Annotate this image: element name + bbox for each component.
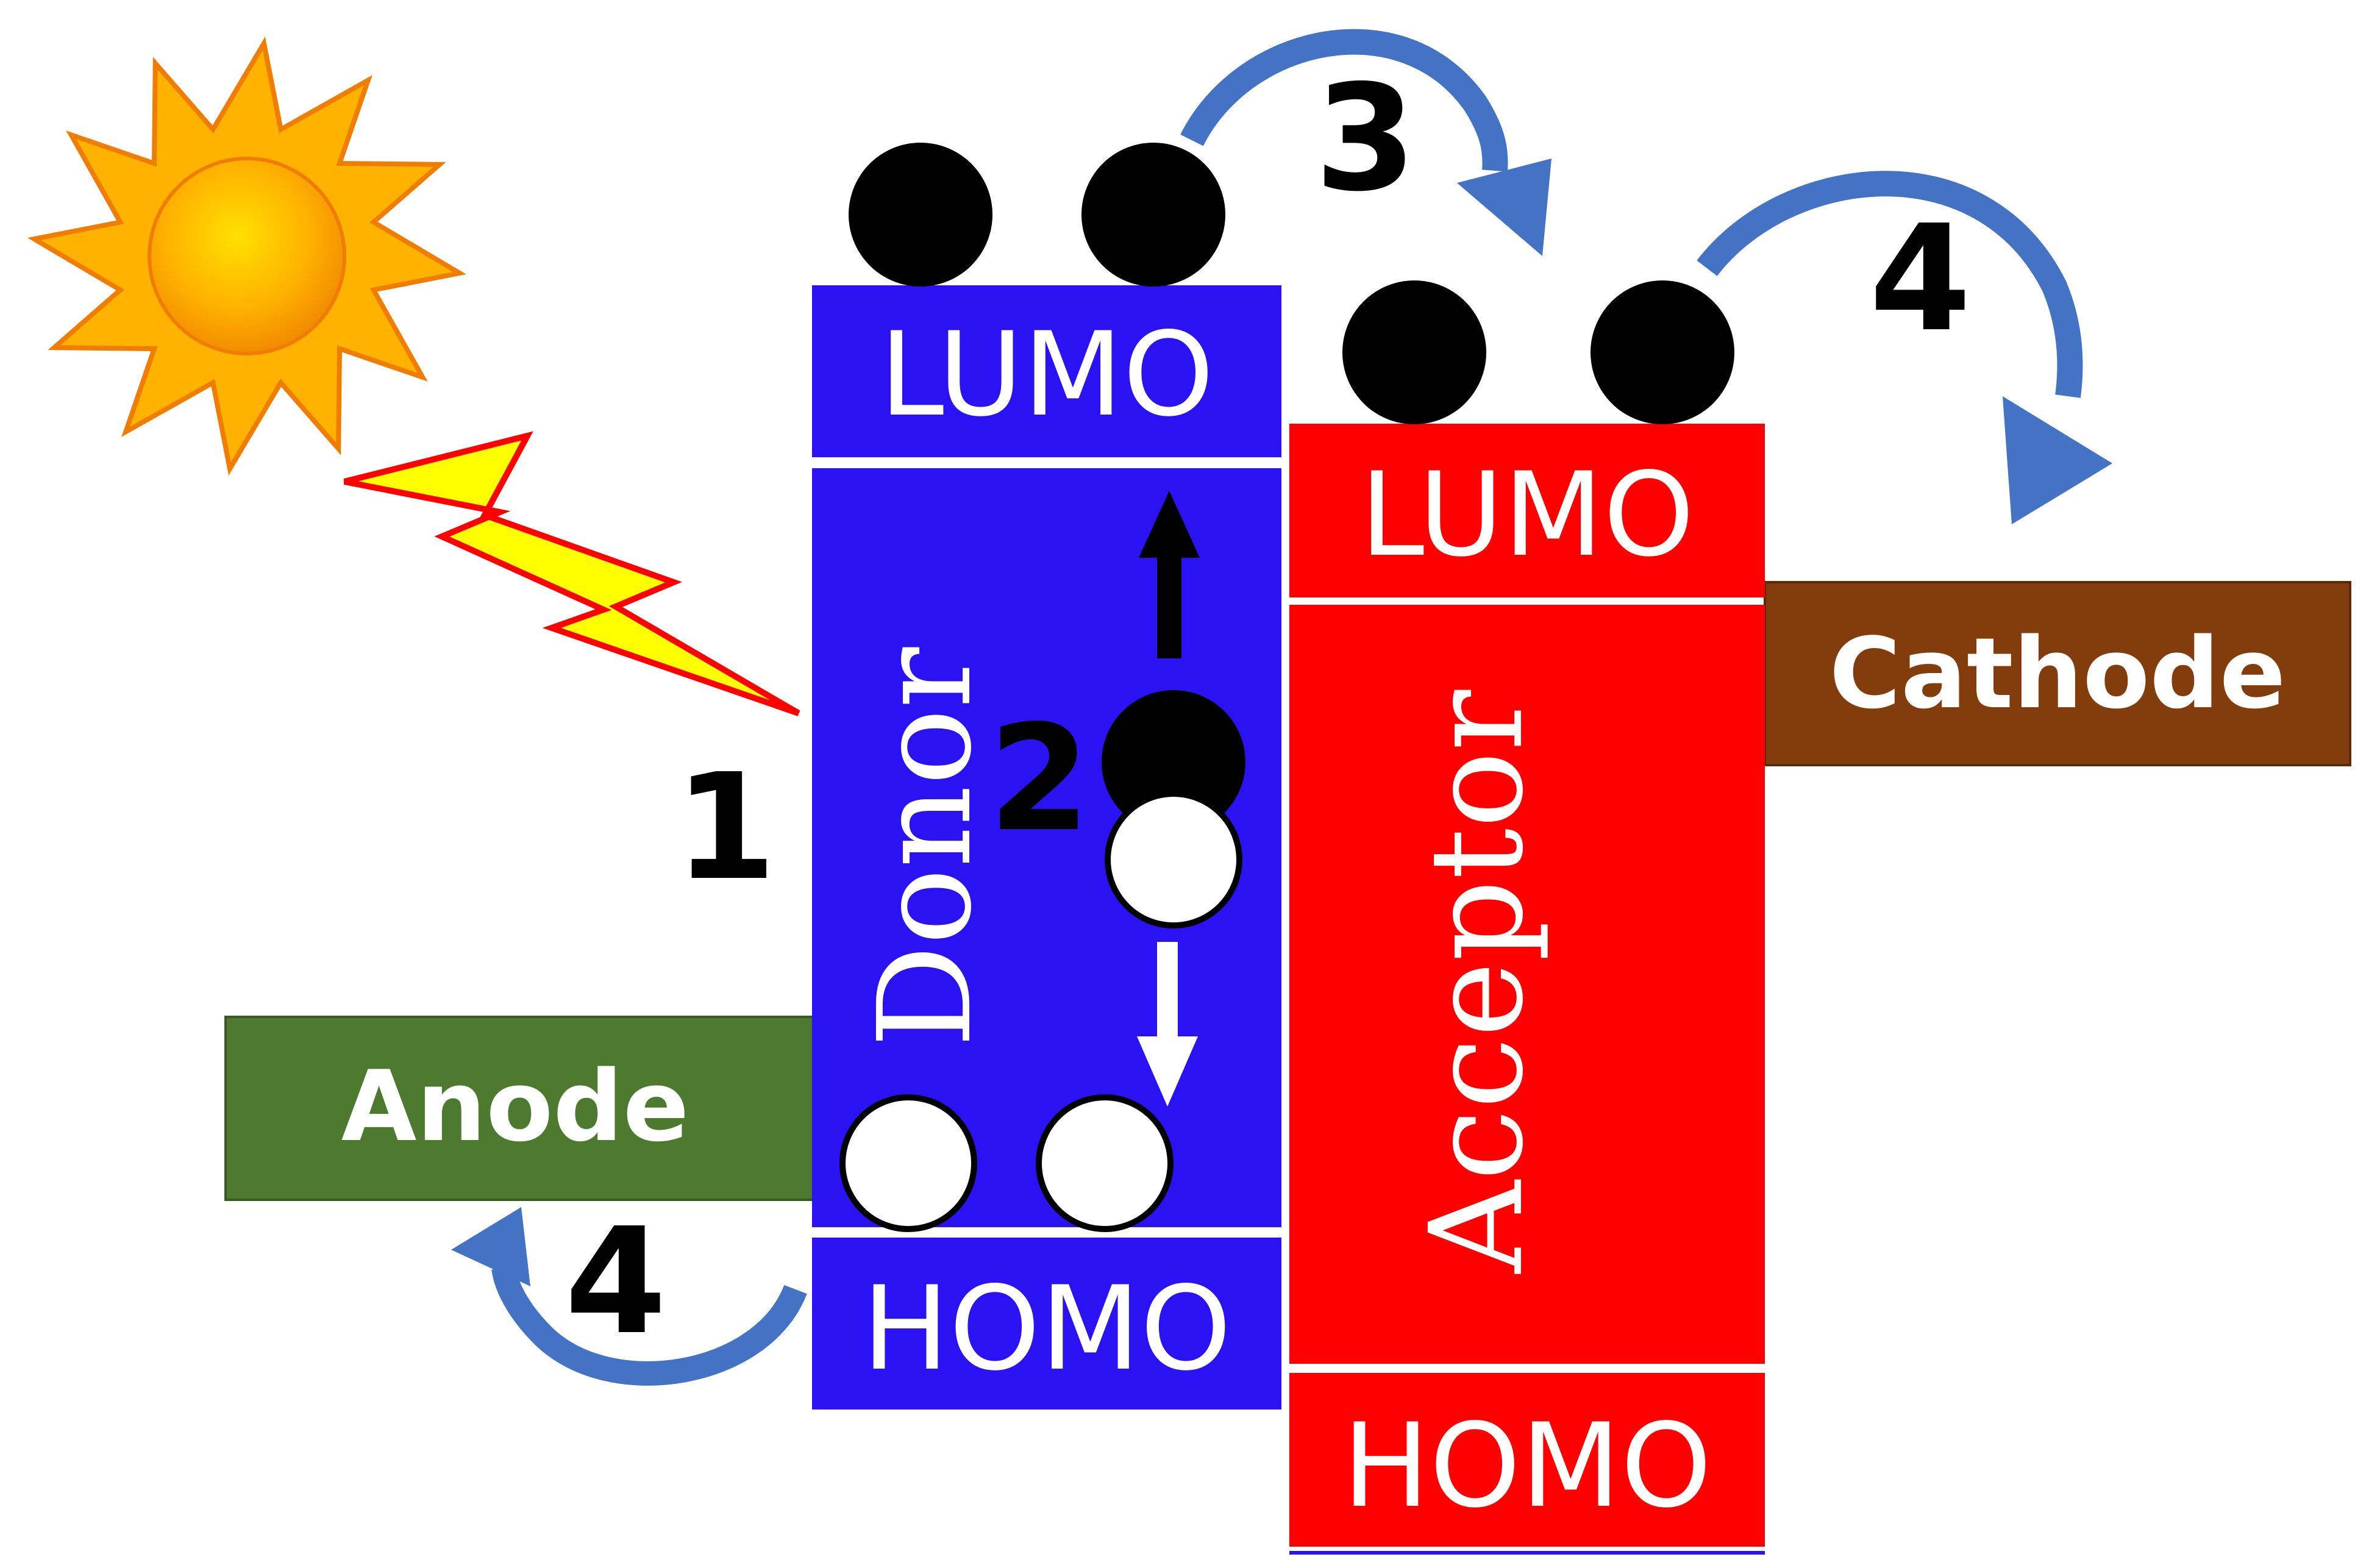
anode-collection-arrowhead-icon [451, 1207, 530, 1286]
donor-lumo-label: LUMO [880, 307, 1214, 442]
acceptor-homo-block [1289, 1373, 1765, 1547]
donor-name: Donor [850, 647, 1000, 1047]
step-1-label: 1 [675, 742, 777, 913]
anode-label: Anode [341, 1049, 689, 1163]
charge-transfer-arrowhead-icon [1457, 159, 1551, 256]
hole [839, 1094, 977, 1232]
cathode-label: Cathode [1829, 616, 2286, 730]
electron [1591, 280, 1734, 424]
donor-homo-block [812, 1238, 1281, 1409]
cathode-collection-arrow-icon [1697, 171, 2083, 398]
hole [1036, 1094, 1174, 1232]
anode-collection-arrow-icon [491, 1266, 807, 1386]
step-3-label: 3 [1315, 53, 1417, 224]
electron-up-arrow-icon [1139, 491, 1200, 658]
hole-down-arrow-icon [1137, 942, 1198, 1107]
step-4-cathode-label: 4 [1870, 193, 1972, 364]
lightning-bolt-icon [343, 431, 800, 716]
donor-homo-label: HOMO [862, 1261, 1231, 1396]
charge-transfer-arrow-icon [1180, 29, 1508, 172]
electron [1342, 280, 1486, 424]
acceptor-body [1289, 605, 1765, 1364]
sun-icon [27, 37, 466, 476]
cathode-collection-arrowhead-icon [2003, 396, 2112, 524]
acceptor-lumo-label: LUMO [1360, 447, 1695, 582]
acceptor-name: Acceptor [1402, 690, 1551, 1274]
anode-electrode [224, 1016, 818, 1201]
cathode-electrode [1764, 581, 2351, 766]
exciton-hole [1105, 791, 1242, 928]
acceptor-lumo-block [1289, 424, 1765, 597]
exciton-electron [1102, 690, 1245, 834]
electron [1081, 143, 1225, 287]
step-2-label: 2 [989, 693, 1091, 864]
step-4-anode-label: 4 [565, 1196, 667, 1367]
acceptor-homo-label: HOMO [1342, 1399, 1712, 1533]
donor-lumo-block [812, 285, 1281, 457]
electron [849, 143, 992, 287]
